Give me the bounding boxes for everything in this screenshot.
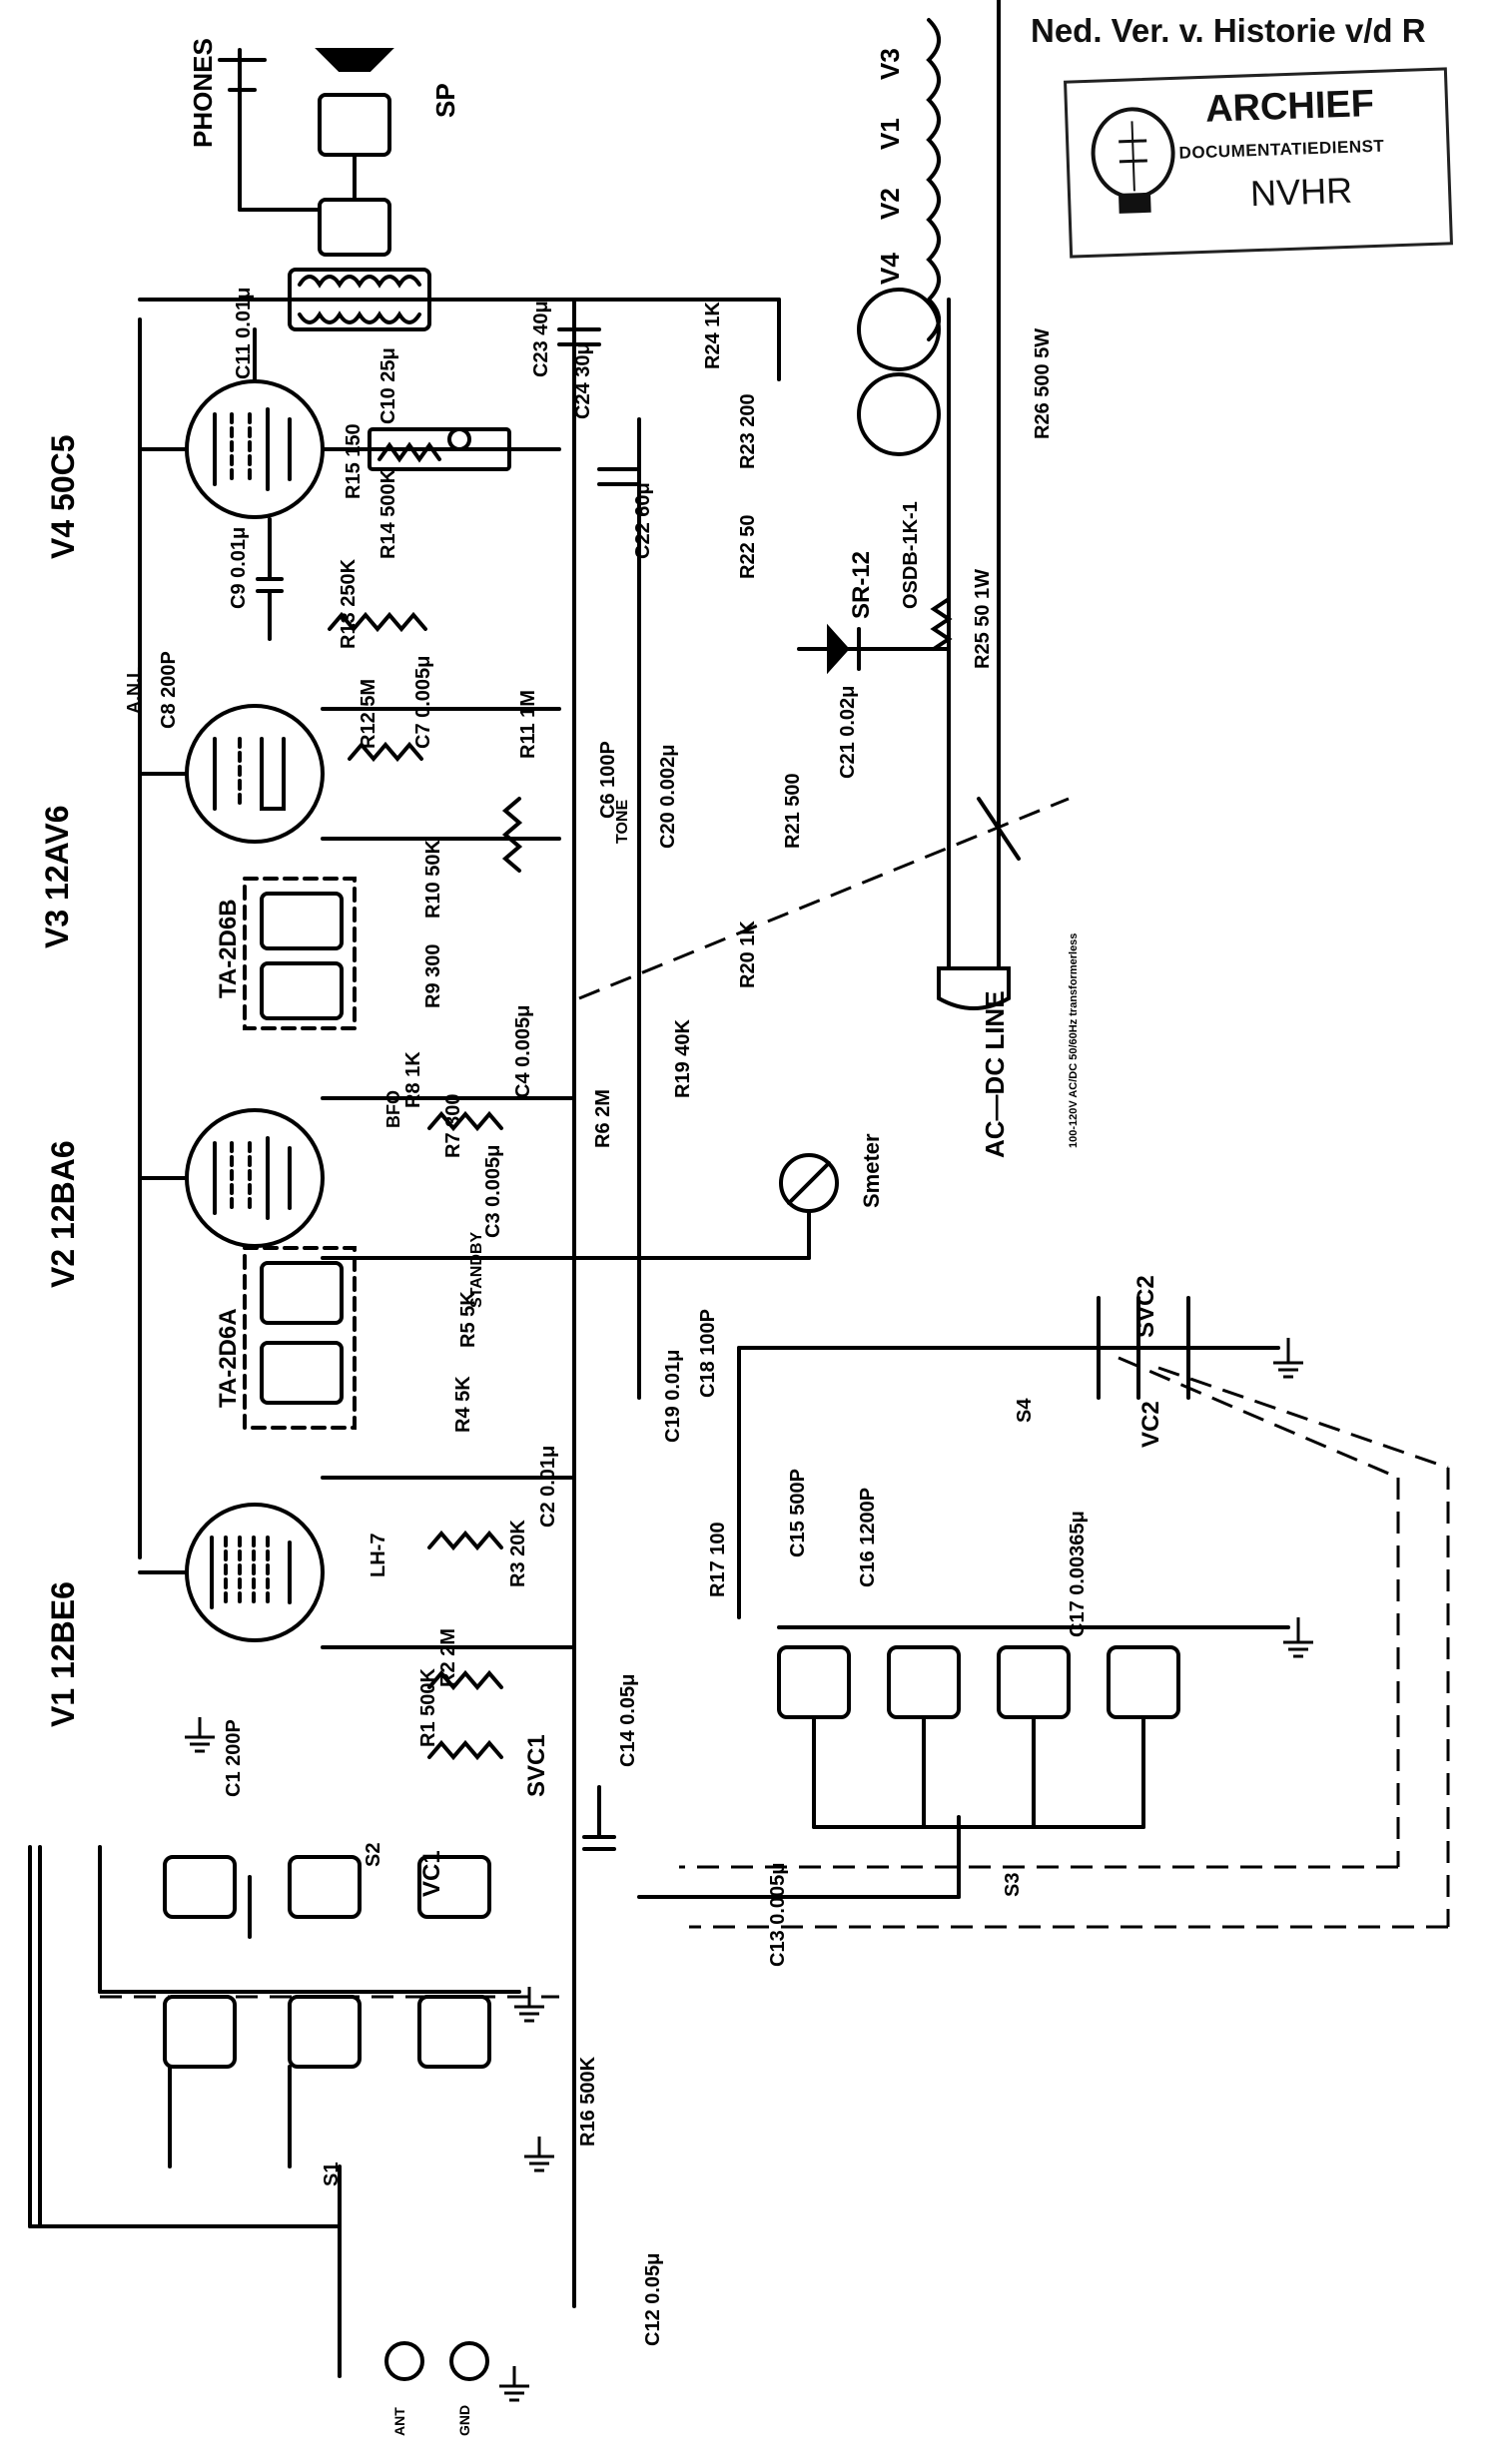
label-r17: R17 100	[707, 1522, 729, 1597]
label-r11: R11 1M	[517, 690, 539, 759]
label-c18: C18 100P	[697, 1309, 719, 1398]
stamp-line-1: ARCHIEF	[1204, 82, 1375, 131]
label-c8: C8 200P	[158, 651, 180, 729]
label-r10: R10 50K	[422, 840, 444, 919]
label-s4: S4	[1014, 1398, 1036, 1423]
label-c19: C19 0.01μ	[662, 1350, 684, 1443]
label-r24: R24 1K	[702, 302, 724, 369]
label-rectifier: SR-12	[848, 551, 875, 619]
label-r21: R21 500	[782, 773, 804, 849]
label-c17: C17 0.00365μ	[1067, 1511, 1089, 1637]
label-gnd: GND	[456, 2405, 472, 2436]
archive-stamp: ARCHIEF DOCUMENTATIEDIENST NVHR	[1064, 67, 1453, 259]
label-r9: R9 300	[422, 944, 444, 1009]
label-r25: R25 50 1W	[972, 569, 994, 669]
label-s2: S2	[363, 1843, 384, 1867]
label-c21: C21 0.02μ	[837, 686, 859, 779]
label-c14: C14 0.05μ	[617, 1674, 639, 1767]
output-transformer	[288, 268, 431, 331]
label-line: AC—DC LINE	[980, 990, 1010, 1158]
tube-v3	[185, 704, 325, 844]
label-heater-v3: V3	[875, 48, 905, 80]
tube-v2	[185, 1108, 325, 1248]
label-lh7: LH-7	[368, 1534, 389, 1577]
label-r19: R19 40K	[672, 1019, 694, 1098]
label-phones: PHONES	[188, 38, 218, 148]
label-ant: ANT	[391, 2407, 407, 2436]
label-heater-v4: V4	[875, 253, 905, 285]
label-r3: R3 20K	[507, 1520, 529, 1587]
label-tube-v4: V4 50C5	[45, 434, 81, 559]
label-c2: C2 0.01μ	[537, 1446, 559, 1528]
label-ta-2d6b: TA-2D6B	[215, 899, 242, 998]
label-r1: R1 500K	[417, 1668, 439, 1747]
label-standby: STANDBY	[468, 1232, 485, 1308]
label-c13: C13 0.005μ	[767, 1862, 789, 1967]
archive-header: Ned. Ver. v. Historie v/d R	[1031, 12, 1426, 49]
label-r16: R16 500K	[577, 2056, 599, 2147]
label-r20: R20 1K	[737, 921, 759, 988]
label-c1: C1 200P	[223, 1719, 245, 1797]
label-s1: S1	[321, 2162, 343, 2186]
label-vc2: VC2	[1137, 1401, 1164, 1448]
label-r4: R4 5K	[452, 1376, 474, 1433]
label-sp: SP	[430, 83, 460, 118]
coil-bank-osc	[777, 1645, 1180, 1719]
label-r2: R2 2M	[437, 1628, 459, 1687]
label-r13: R13 250K	[338, 558, 360, 649]
tube-v1	[185, 1503, 325, 1642]
label-tube-v2: V2 12BA6	[45, 1140, 81, 1288]
label-c6: C6 100P	[597, 741, 619, 819]
label-c20: C20 0.002μ	[657, 744, 679, 849]
label-note: 100-120V AC/DC 50/60Hz transformerless	[1068, 933, 1080, 1148]
label-bfo: BFO	[383, 1090, 403, 1128]
label-r15: R15 150	[343, 423, 365, 499]
label-r5: R5 5K	[457, 1291, 479, 1348]
label-pilot: OSDB-1K-1	[900, 501, 922, 609]
label-c4: C4 0.005μ	[512, 1005, 534, 1098]
label-heater-v1: V1	[875, 118, 905, 150]
label-tube-v1: V1 12BE6	[45, 1581, 81, 1727]
label-r6: R6 2M	[592, 1089, 614, 1148]
label-tube-v3: V3 12AV6	[39, 806, 75, 949]
label-heater-v2: V2	[875, 188, 905, 220]
label-smeter: Smeter	[859, 1133, 884, 1208]
label-c11: C11 0.01μ	[233, 288, 255, 379]
label-r14: R14 500K	[377, 468, 399, 559]
stamp-line-2: DOCUMENTATIEDIENST	[1178, 136, 1385, 163]
label-svc1: SVC1	[523, 1734, 550, 1797]
label-r22: R22 50	[737, 515, 759, 580]
label-c12: C12 0.05μ	[642, 2253, 664, 2346]
label-c9: C9 0.01μ	[228, 527, 250, 609]
label-vc1: VC1	[418, 1850, 445, 1897]
stamp-line-3: NVHR	[1249, 169, 1353, 215]
radio-tube-logo-icon	[1091, 107, 1175, 214]
label-s3: S3	[1002, 1873, 1024, 1897]
label-tone: TONE	[614, 800, 631, 844]
label-c15: C15 500P	[787, 1469, 809, 1557]
label-svc2: SVC2	[1132, 1275, 1159, 1338]
label-c10: C10 25μ	[377, 347, 399, 424]
label-r23: R23 200	[737, 393, 759, 469]
label-c16: C16 1200P	[857, 1488, 879, 1587]
label-r7: R7 300	[442, 1094, 464, 1159]
label-anl: A.N.L	[124, 667, 144, 714]
label-ta-2d6a: TA-2D6A	[215, 1308, 242, 1408]
label-c7: C7 0.005μ	[412, 656, 434, 749]
label-c22: C22 60μ	[632, 482, 654, 559]
label-r12: R12 5M	[358, 679, 379, 749]
label-r8: R8 1K	[402, 1051, 424, 1108]
tube-v4	[185, 379, 325, 519]
label-c23: C23 40μ	[530, 301, 552, 377]
label-r26: R26 500 5W	[1032, 328, 1054, 439]
label-c3: C3 0.005μ	[482, 1145, 504, 1238]
label-c24: C24 30μ	[572, 342, 594, 419]
